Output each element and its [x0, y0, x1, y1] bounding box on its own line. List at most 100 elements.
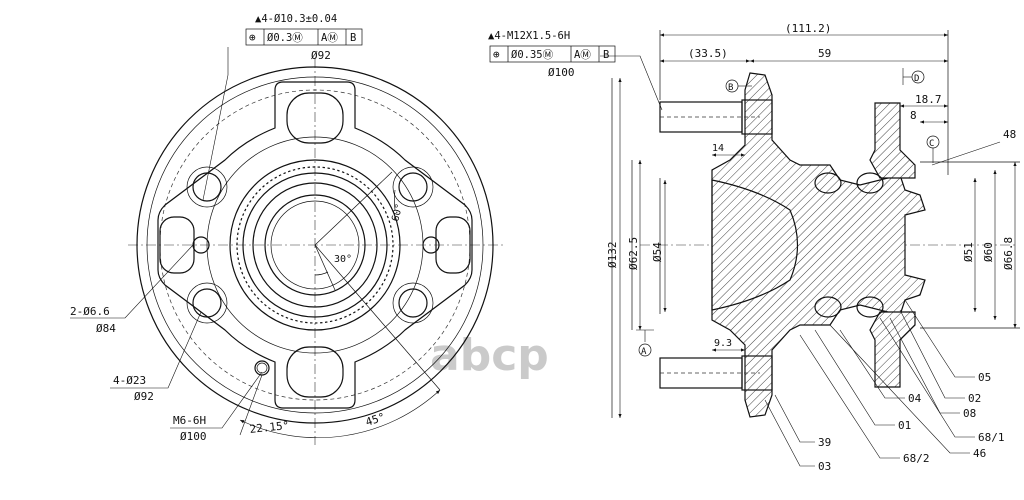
part-03: 03 — [818, 460, 831, 473]
dia-60: Ø60 — [982, 242, 995, 262]
front-tol-frame: ⊕ Ø0.3Ⓜ AⓂ B — [245, 28, 363, 46]
watermark: abcp — [430, 330, 549, 381]
datum-c-label: C — [929, 139, 934, 149]
front-hole-2: 2-Ø6.6 — [70, 305, 110, 318]
angle-line-45 — [314, 244, 441, 391]
section-tol-datum-b: B — [603, 49, 609, 61]
dim-14: 14 — [712, 143, 724, 154]
leader-68-2 — [799, 334, 900, 459]
angle-line-30 — [314, 244, 336, 291]
section-dia-100: Ø100 — [548, 66, 575, 79]
datum-d-label: D — [914, 74, 919, 84]
leader-22 — [239, 374, 263, 436]
part-01: 01 — [898, 419, 911, 432]
front-dia-84: Ø84 — [96, 322, 116, 335]
front-thread-m6: M6-6H — [173, 414, 206, 427]
bolt-hole-bl — [192, 288, 222, 318]
outer-ring-bottom — [869, 311, 916, 388]
part-68-1: 68/1 — [978, 431, 1005, 444]
ball-top-right — [856, 172, 884, 194]
bolt-boss-tr — [392, 166, 434, 208]
hub-bore-outer — [252, 182, 378, 308]
leader-03 — [764, 399, 815, 467]
angle-line-60 — [314, 171, 393, 246]
front-dia-100: Ø100 — [180, 430, 207, 443]
bolt-boss-br — [392, 282, 434, 324]
watermark-text: abcp — [430, 330, 549, 381]
hub-ring-outer — [206, 136, 424, 354]
ball-bottom-right — [856, 296, 884, 318]
hub-bore-inner — [270, 200, 360, 290]
dia-54: Ø54 — [651, 242, 664, 262]
section-tol-datum-a: AⓂ — [574, 49, 591, 61]
part-68-2: 68/2 — [903, 452, 930, 465]
leader-04 — [839, 329, 905, 399]
front-hole-4: 4-Ø23 — [113, 374, 146, 387]
dim-9-3: 9.3 — [714, 338, 732, 349]
top-lug-pocket — [286, 92, 344, 144]
dia-66-8: Ø66.8 — [1002, 237, 1015, 270]
arc-dim-45 — [239, 389, 441, 438]
right-lug-pocket — [435, 216, 471, 274]
front-angle-30: 30° — [334, 254, 352, 265]
front-tol-datum-b: B — [350, 32, 356, 44]
leader-2-hole — [70, 244, 194, 319]
front-tol-datum-a: AⓂ — [321, 32, 338, 44]
front-tol-value: Ø0.3Ⓜ — [267, 32, 303, 44]
stud-top-knurl — [741, 99, 773, 135]
dim-59: 59 — [818, 47, 831, 60]
part-46: 46 — [973, 447, 986, 460]
part-04: 04 — [908, 392, 922, 405]
part-08: 08 — [963, 407, 976, 420]
leader-05 — [904, 299, 975, 378]
dim-33-5: (33.5) — [688, 47, 728, 60]
part-39: 39 — [818, 436, 831, 449]
leader-48 — [931, 141, 1001, 166]
part-02: 02 — [968, 392, 981, 405]
bolt-boss-tl — [186, 166, 228, 208]
wheel-stud-top — [659, 101, 743, 133]
front-angle-60: 60° — [390, 202, 405, 222]
datum-c: C — [926, 135, 940, 163]
dim-18-7: 18.7 — [915, 93, 942, 106]
leader-01 — [814, 329, 895, 426]
dia-132: Ø132 — [606, 242, 619, 269]
ball-top-left — [814, 172, 842, 194]
section-thread-note: ▲4-M12X1.5-6H — [488, 30, 570, 42]
bolt-hole-tl — [192, 172, 222, 202]
datum-a-label: A — [641, 347, 647, 357]
leader-39 — [774, 394, 815, 443]
outer-ring-top — [869, 102, 916, 179]
front-view: ▲4-Ø10.3±0.04 ⊕ Ø0.3Ⓜ AⓂ B Ø92 2-Ø6.6 Ø8… — [70, 13, 505, 445]
hub-bore-cavity — [711, 179, 799, 311]
leader-4-hole — [110, 311, 202, 389]
dim-8: 8 — [910, 109, 917, 122]
front-tol-note: ▲4-Ø10.3±0.04 — [255, 13, 337, 25]
leader-m6 — [170, 371, 263, 429]
front-tol-symbol: ⊕ — [249, 31, 256, 44]
ball-bottom-left — [814, 296, 842, 318]
section-view: A B C D ▲4-M12X1.5-6H ⊕ Ø0.35Ⓜ AⓂ — [488, 22, 1020, 473]
dia-62-5: Ø62.5 — [627, 237, 640, 270]
leader-02 — [899, 309, 965, 399]
tone-ring-inner — [242, 172, 388, 318]
dim-48: 48 — [1003, 128, 1016, 141]
leader-68-1 — [879, 317, 975, 438]
leader-46 — [829, 324, 970, 454]
arc-30 — [314, 271, 329, 276]
section-tol-symbol: ⊕ — [493, 48, 500, 61]
wheel-stud-bottom — [659, 357, 743, 389]
bolt-hole-br — [398, 288, 428, 318]
bolt-boss-bl — [186, 282, 228, 324]
front-dia-92-top: Ø92 — [311, 49, 331, 62]
section-tol-value: Ø0.35Ⓜ — [511, 49, 554, 61]
front-angle-45: 45° — [364, 410, 387, 429]
arc-60 — [394, 189, 396, 211]
datum-b-label: B — [728, 83, 733, 93]
stud-bottom-knurl — [741, 355, 773, 391]
leader-top-hole — [202, 47, 229, 201]
m6-thread-minor — [256, 362, 268, 374]
leader-thread — [600, 55, 663, 111]
datum-a: A — [636, 329, 654, 357]
